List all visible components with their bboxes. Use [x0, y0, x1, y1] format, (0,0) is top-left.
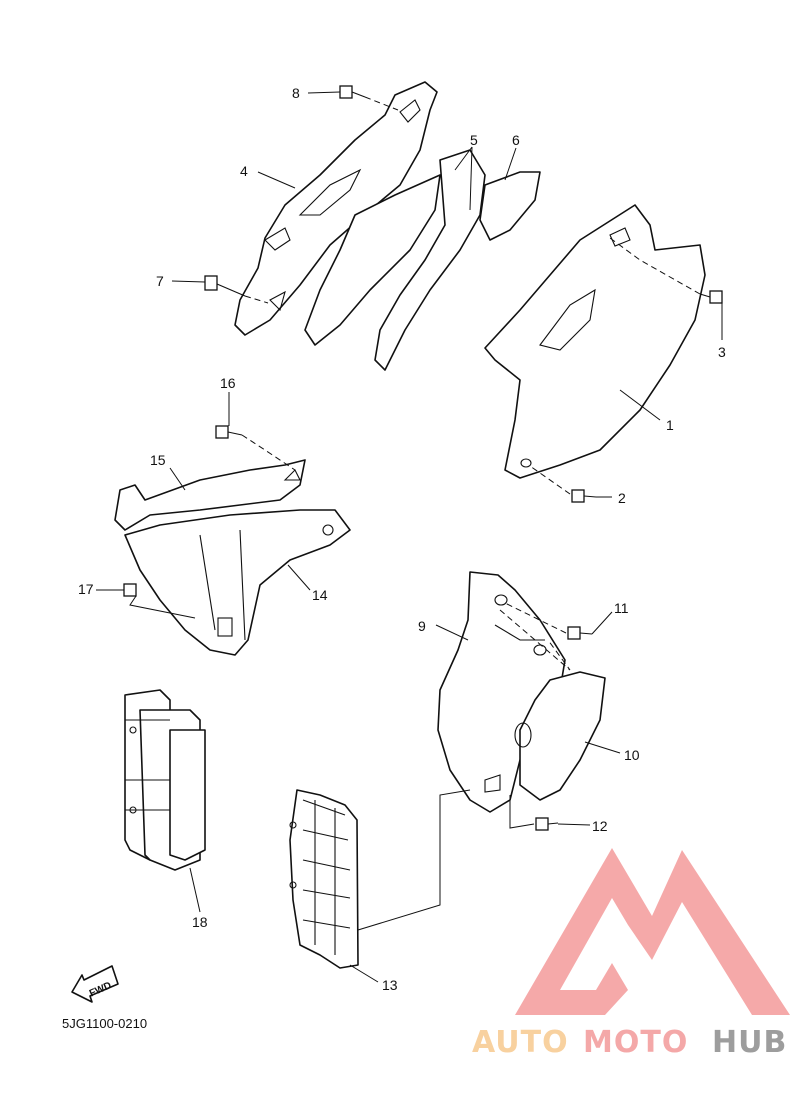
callout-16: 16: [220, 375, 236, 391]
part-14-lower-shroud: [124, 509, 351, 656]
bolt-16: [215, 425, 243, 439]
callout-8: 8: [292, 85, 300, 101]
callout-18: 18: [192, 914, 208, 930]
assembly-lines: [129, 96, 701, 931]
leader-lines: [96, 91, 723, 983]
callout-1: 1: [666, 417, 674, 433]
part-18-louver-left: [124, 689, 206, 871]
bolt-8: [339, 85, 366, 99]
callout-5: 5: [470, 132, 478, 148]
logo-text-auto: AUTO: [472, 1025, 569, 1060]
callout-12: 12: [592, 818, 608, 834]
bolt-11: [567, 626, 593, 640]
bolt-12: [535, 817, 559, 831]
callout-14: 14: [312, 587, 328, 603]
part-10-inner-shroud: [514, 671, 606, 801]
logo-triangle-icon: [515, 848, 790, 1015]
callout-4: 4: [240, 163, 248, 179]
bolt-7: [204, 275, 246, 297]
part-1-right-side-cover: [484, 204, 706, 479]
callout-3: 3: [718, 344, 726, 360]
callout-9: 9: [418, 618, 426, 634]
callout-7: 7: [156, 273, 164, 289]
logo-text-moto: MOTO: [583, 1025, 688, 1060]
callout-13: 13: [382, 977, 398, 993]
fwd-arrow-icon: FWD: [71, 965, 119, 1003]
bolt-2: [571, 489, 597, 503]
part-13-grille: [289, 789, 359, 969]
callout-15: 15: [150, 452, 166, 468]
part-6-plate: [479, 171, 541, 241]
part-4-left-side-cover: [234, 81, 438, 336]
bolt-17: [123, 583, 137, 597]
callout-17: 17: [78, 581, 94, 597]
callout-11: 11: [614, 600, 629, 616]
callout-numbers: 1 2 3 4 5 6 7 8 9 10 11 12 13 14 15 16 1…: [78, 85, 726, 993]
callout-10: 10: [624, 747, 640, 763]
part-5-inner-panels: [304, 149, 486, 371]
part-15-upper-shroud: [114, 459, 306, 531]
logo-text-hub: HUB: [712, 1025, 787, 1060]
callout-2: 2: [618, 490, 626, 506]
automotohub-logo: AUTO MOTO HUB: [472, 848, 790, 1060]
callout-6: 6: [512, 132, 520, 148]
bolt-3: [699, 290, 723, 304]
drawing-code: 5JG1100-0210: [62, 1016, 147, 1031]
